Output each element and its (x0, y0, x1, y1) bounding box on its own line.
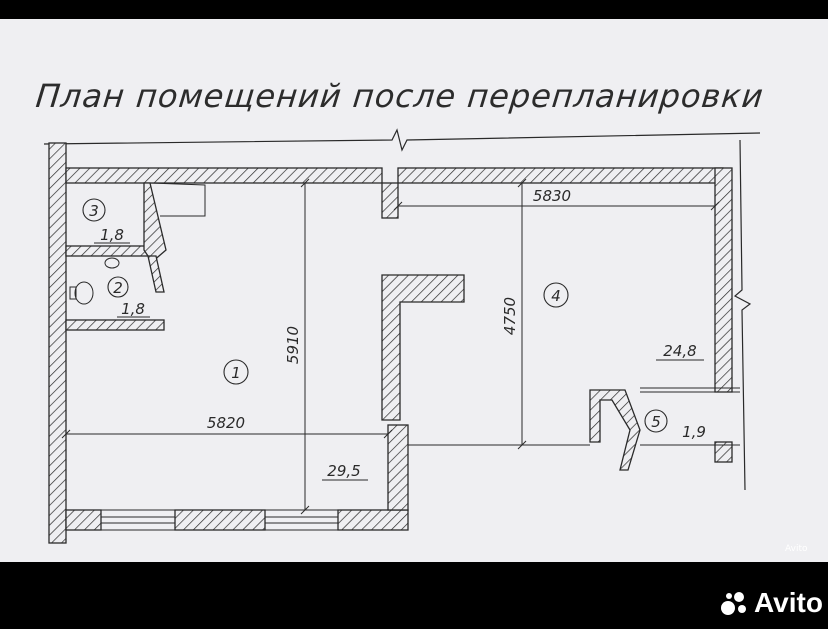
room-1-area: 29,5 (327, 462, 360, 480)
toilet-fixture (69, 281, 94, 305)
avito-watermark-brand: Avito (754, 587, 823, 618)
room-2-number: 2 (113, 279, 123, 297)
avito-logo-icon (721, 592, 746, 615)
room-5-area: 1,9 (682, 423, 706, 441)
break-line-top (43, 128, 761, 152)
dimension-lines (61, 178, 720, 515)
sink-fixture (104, 257, 120, 269)
break-line-right (733, 139, 752, 491)
windows (100, 509, 339, 531)
room-5-number: 5 (651, 413, 661, 431)
plan-thin-lines (149, 182, 740, 446)
dimension-room4-depth: 4750 (501, 297, 519, 335)
room-4-area: 24,8 (663, 342, 696, 360)
room-2-area: 1,8 (121, 300, 145, 318)
interior-walls (65, 182, 641, 471)
room-3-area: 1,8 (100, 226, 124, 244)
room-3-number: 3 (89, 202, 99, 220)
room-number-markers (82, 198, 668, 433)
room-4-number: 4 (551, 287, 561, 305)
room-1-number: 1 (231, 364, 241, 382)
dimension-room1-width: 5820 (207, 414, 245, 432)
avito-watermark-small: Avito (785, 544, 808, 554)
dimension-room4-width: 5830 (533, 187, 571, 205)
dimension-room1-depth: 5910 (284, 326, 302, 364)
